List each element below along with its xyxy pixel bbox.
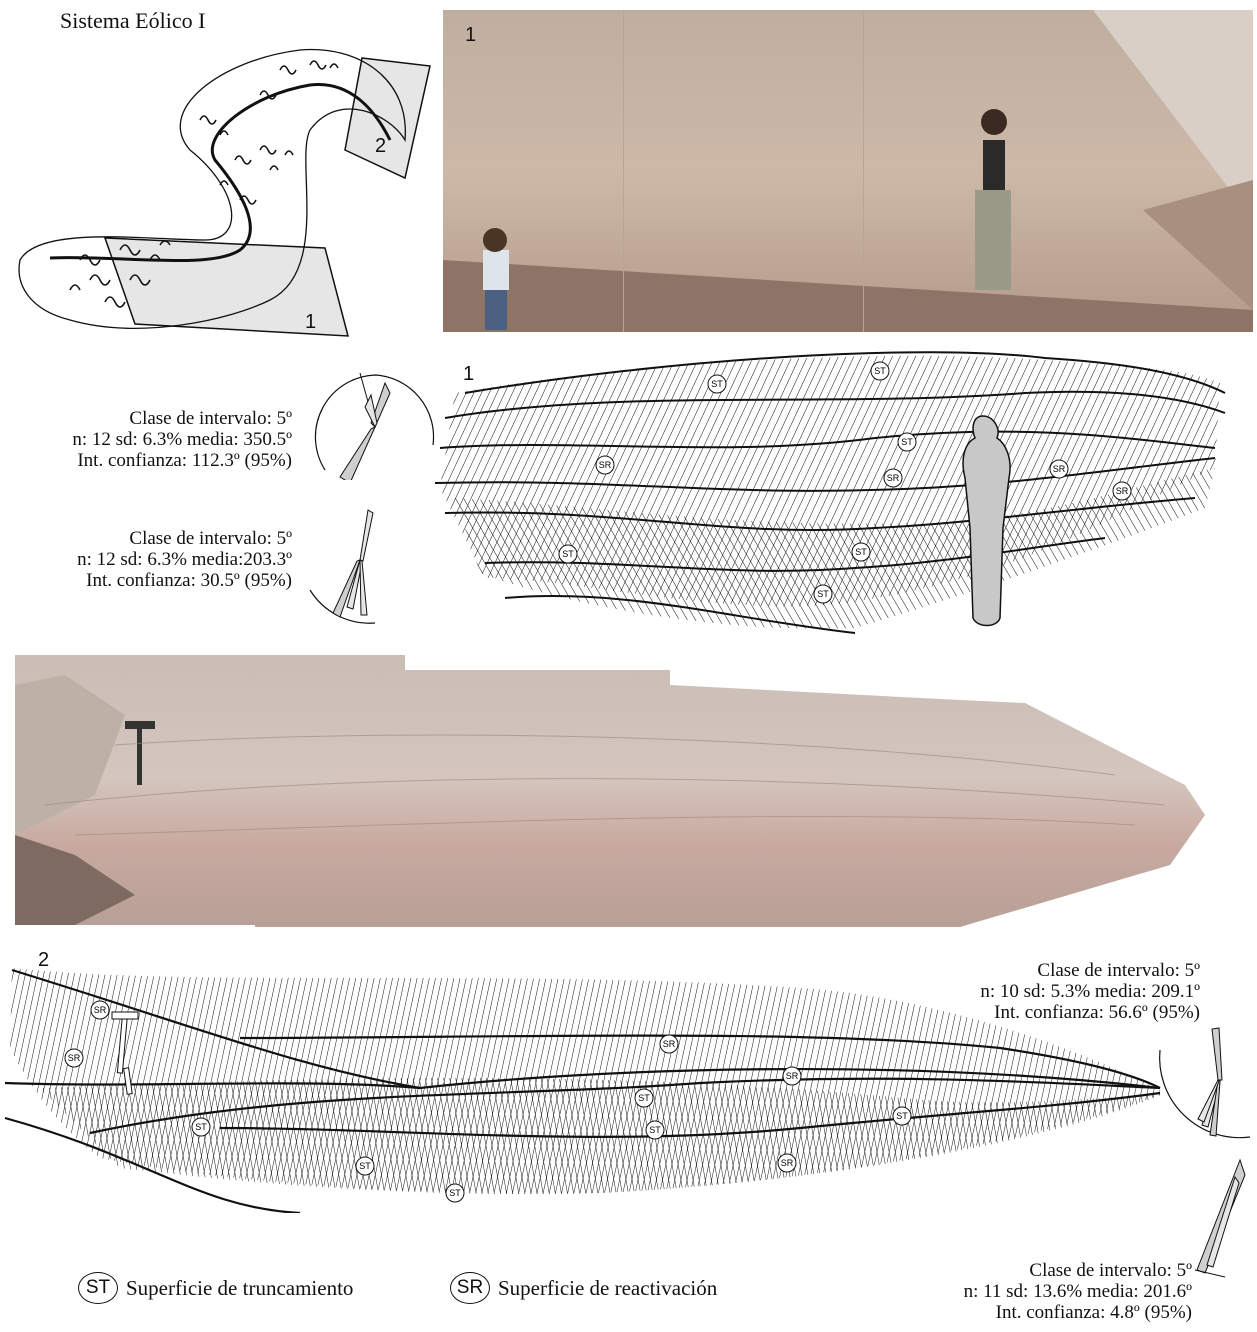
rose-d-line3: Int. confianza: 4.8º (95%) xyxy=(964,1302,1192,1323)
sr-marker: SR xyxy=(596,456,614,474)
st-marker: ST xyxy=(559,545,577,563)
st-marker: ST xyxy=(871,362,889,380)
svg-text:SR: SR xyxy=(887,473,900,483)
svg-text:ST: ST xyxy=(817,589,829,599)
svg-text:SR: SR xyxy=(786,1071,799,1081)
sr-marker: SR xyxy=(91,1001,109,1019)
outcrop-photo-2: 2 xyxy=(15,655,1240,927)
sr-marker: SR xyxy=(884,469,902,487)
sr-legend-text: Superficie de reactivación xyxy=(498,1276,717,1301)
svg-text:SR: SR xyxy=(68,1053,81,1063)
svg-text:SR: SR xyxy=(599,460,612,470)
sketch-label-1: 1 xyxy=(305,311,316,333)
st-legend-icon: ST xyxy=(78,1272,118,1304)
sr-marker: SR xyxy=(783,1067,801,1085)
svg-text:ST: ST xyxy=(562,549,574,559)
st-marker: ST xyxy=(898,433,916,451)
sr-legend-icon: SR xyxy=(450,1272,490,1304)
svg-text:ST: ST xyxy=(195,1122,207,1132)
rose-d-line2: n: 11 sd: 13.6% media: 201.6º xyxy=(964,1281,1192,1302)
st-marker: ST xyxy=(356,1157,374,1175)
rose-diagram-b xyxy=(305,505,390,630)
rose-stats-a: Clase de intervalo: 5º n: 12 sd: 6.3% me… xyxy=(72,408,292,471)
line-drawing-1: ST ST ST SR SR SR SR ST ST ST 1 xyxy=(425,348,1235,648)
svg-text:SR: SR xyxy=(94,1005,107,1015)
rose-diagram-c xyxy=(1152,1025,1254,1140)
rose-b-line3: Int. confianza: 30.5º (95%) xyxy=(77,570,292,591)
dune-system-sketch: 1 2 xyxy=(10,40,440,340)
sketch-2-label: 2 xyxy=(38,949,49,971)
rose-stats-c: Clase de intervalo: 5º n: 10 sd: 5.3% me… xyxy=(980,960,1200,1023)
rose-stats-b: Clase de intervalo: 5º n: 12 sd: 6.3% me… xyxy=(77,528,292,591)
st-legend-text: Superficie de truncamiento xyxy=(126,1276,353,1301)
svg-text:ST: ST xyxy=(711,379,723,389)
st-marker: ST xyxy=(192,1118,210,1136)
rose-a-line3: Int. confianza: 112.3º (95%) xyxy=(72,450,292,471)
rose-diagram-d xyxy=(1185,1155,1255,1280)
svg-text:ST: ST xyxy=(874,366,886,376)
st-marker: ST xyxy=(852,543,870,561)
outcrop-photo-1: 1 xyxy=(443,10,1253,332)
st-marker: ST xyxy=(646,1121,664,1139)
svg-text:ST: ST xyxy=(449,1188,461,1198)
st-marker: ST xyxy=(708,375,726,393)
section-plane-2 xyxy=(345,58,430,178)
st-marker: ST xyxy=(635,1089,653,1107)
sr-marker: SR xyxy=(778,1154,796,1172)
rose-a-line2: n: 12 sd: 6.3% media: 350.5º xyxy=(72,429,292,450)
svg-text:SR: SR xyxy=(1053,464,1066,474)
svg-text:ST: ST xyxy=(638,1093,650,1103)
svg-text:ST: ST xyxy=(359,1161,371,1171)
rose-a-line1: Clase de intervalo: 5º xyxy=(72,408,292,429)
sr-marker: SR xyxy=(1113,482,1131,500)
sr-marker: SR xyxy=(65,1049,83,1067)
svg-text:ST: ST xyxy=(901,437,913,447)
svg-text:ST: ST xyxy=(896,1111,908,1121)
sketch-1-label: 1 xyxy=(463,363,474,385)
human-silhouette xyxy=(963,416,1010,626)
svg-text:SR: SR xyxy=(781,1158,794,1168)
st-marker: ST xyxy=(446,1184,464,1202)
rose-stats-d: Clase de intervalo: 5º n: 11 sd: 13.6% m… xyxy=(964,1260,1192,1323)
rose-diagram-a xyxy=(305,365,440,480)
rose-c-line3: Int. confianza: 56.6º (95%) xyxy=(980,1002,1200,1023)
st-marker: ST xyxy=(893,1107,911,1125)
rose-c-line1: Clase de intervalo: 5º xyxy=(980,960,1200,981)
photo-1-label: 1 xyxy=(465,24,476,47)
rose-d-line1: Clase de intervalo: 5º xyxy=(964,1260,1192,1281)
svg-text:SR: SR xyxy=(663,1039,676,1049)
sr-marker: SR xyxy=(660,1035,678,1053)
legend-truncation: ST Superficie de truncamiento xyxy=(78,1272,353,1304)
sr-marker: SR xyxy=(1050,460,1068,478)
st-marker: ST xyxy=(814,585,832,603)
legend-reactivation: SR Superficie de reactivación xyxy=(450,1272,717,1304)
svg-text:ST: ST xyxy=(649,1125,661,1135)
svg-text:ST: ST xyxy=(855,547,867,557)
svg-text:SR: SR xyxy=(1116,486,1129,496)
rose-b-line1: Clase de intervalo: 5º xyxy=(77,528,292,549)
sketch-label-2: 2 xyxy=(375,135,386,157)
rose-c-line2: n: 10 sd: 5.3% media: 209.1º xyxy=(980,981,1200,1002)
figure-title: Sistema Eólico I xyxy=(60,8,205,34)
rose-b-line2: n: 12 sd: 6.3% media:203.3º xyxy=(77,549,292,570)
